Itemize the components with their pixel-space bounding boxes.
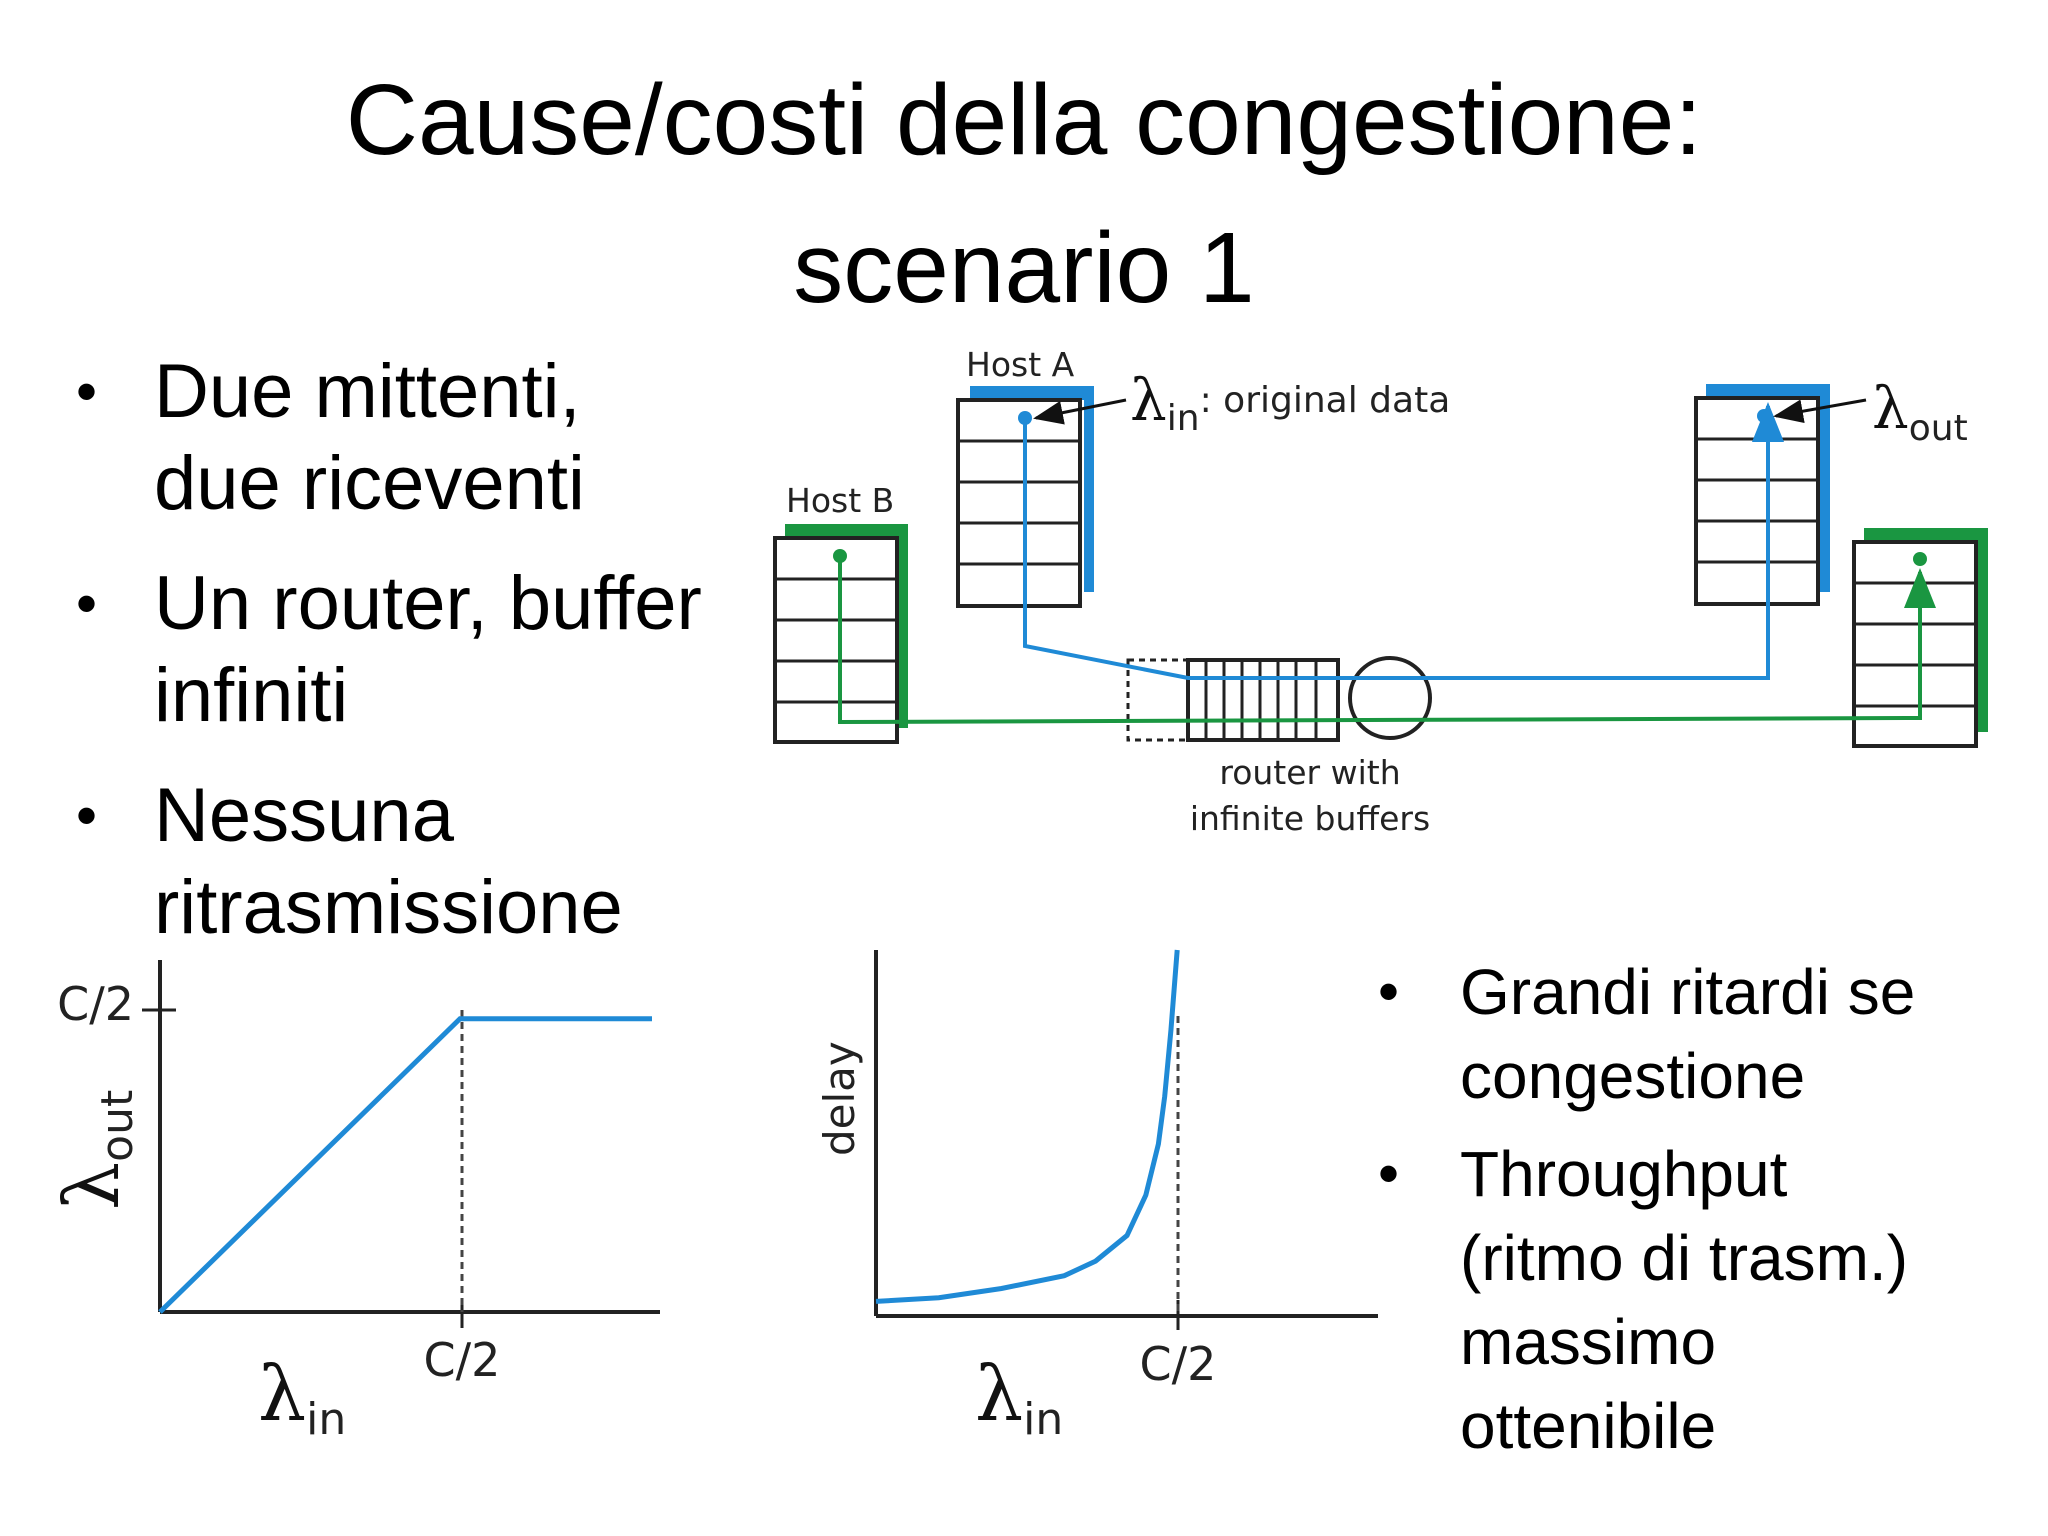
lambda-in-label: λin: original data bbox=[1130, 366, 1450, 439]
bullet-text: ottenibile bbox=[1460, 1390, 1717, 1462]
throughput-y-tick-label: C/2 bbox=[57, 977, 134, 1031]
bullet-text: due riceventi bbox=[154, 441, 585, 526]
delay-y-label: delay bbox=[815, 1041, 864, 1156]
bullet-text: Un router, buffer bbox=[154, 561, 702, 646]
bullet-text: massimo bbox=[1460, 1306, 1717, 1378]
bullet-marker: • bbox=[1378, 1140, 1400, 1207]
host-b-flow-line bbox=[838, 556, 1936, 725]
slide-title-line2: scenario 1 bbox=[793, 212, 1255, 324]
delay-x-label: λin bbox=[975, 1349, 1063, 1445]
throughput-y-label: λout bbox=[47, 1090, 143, 1210]
host-b-label: Host B bbox=[786, 481, 894, 520]
bullet-item: • Due mittenti, due riceventi bbox=[76, 346, 776, 530]
bullet-item: • Un router, buffer infiniti bbox=[76, 558, 776, 742]
right-bullet-list: • Grandi ritardi se congestione • Throug… bbox=[1378, 950, 2018, 1482]
bullet-text: (ritmo di trasm.) bbox=[1460, 1222, 1908, 1294]
bullet-marker: • bbox=[1378, 958, 1400, 1025]
router-label-line2: infinite buffers bbox=[1190, 799, 1430, 838]
throughput-x-label: λin bbox=[258, 1349, 346, 1445]
lambda-in-pointer bbox=[1033, 398, 1127, 425]
host-a-flow-line bbox=[1023, 402, 1784, 680]
lambda-out-label: λout bbox=[1872, 374, 1968, 449]
host-a-stack bbox=[956, 386, 1094, 608]
bullet-text: Grandi ritardi se bbox=[1460, 956, 1916, 1028]
bullet-marker: • bbox=[76, 570, 98, 637]
router-buffer bbox=[1126, 658, 1340, 742]
bullet-item: • Nessuna ritrasmissione bbox=[76, 770, 776, 954]
host-b-stack bbox=[773, 524, 908, 744]
bullet-text: ritrasmissione bbox=[154, 865, 623, 950]
bullet-item: • Throughput (ritmo di trasm.) massimo o… bbox=[1378, 1132, 2018, 1468]
bullet-text: Due mittenti, bbox=[154, 349, 581, 434]
lambda-out-pointer bbox=[1773, 398, 1867, 424]
bullet-text: congestione bbox=[1460, 1040, 1806, 1112]
host-a-label: Host A bbox=[966, 345, 1075, 384]
delay-series-line bbox=[875, 949, 1180, 1304]
bullet-item: • Grandi ritardi se congestione bbox=[1378, 950, 2018, 1118]
bullet-text: Nessuna bbox=[154, 773, 454, 858]
router-label-line1: router with bbox=[1219, 753, 1400, 792]
throughput-x-tick-label: C/2 bbox=[424, 1333, 501, 1387]
delay-x-tick-label: C/2 bbox=[1140, 1337, 1217, 1391]
slide-title-line1: Cause/costi della congestione: bbox=[345, 64, 1703, 176]
throughput-series-line bbox=[158, 1016, 652, 1314]
bullet-marker: • bbox=[76, 782, 98, 849]
bullet-text: Throughput bbox=[1460, 1138, 1788, 1210]
bullet-text: infiniti bbox=[154, 653, 349, 738]
left-bullet-list: • Due mittenti, due riceventi • Un route… bbox=[76, 346, 776, 982]
bullet-marker: • bbox=[76, 358, 98, 425]
